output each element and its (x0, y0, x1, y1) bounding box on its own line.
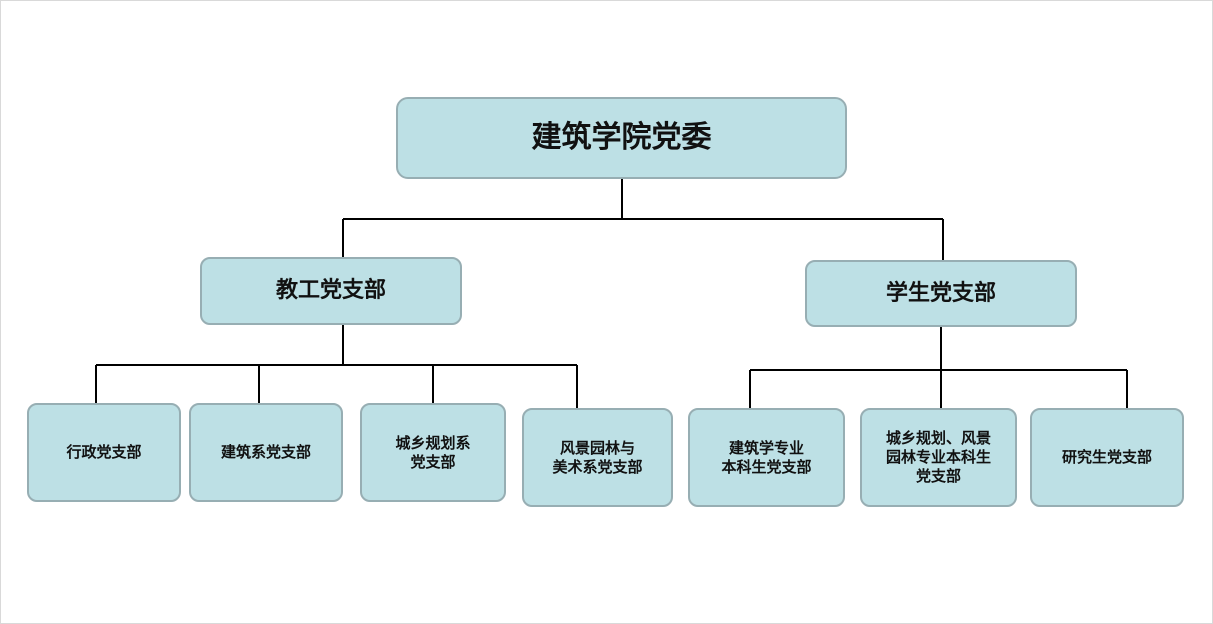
node-admin-branch: 行政党支部 (27, 403, 181, 502)
node-label: 城乡规划系 党支部 (395, 433, 471, 471)
node-planning-landscape-undergrad-branch: 城乡规划、风景 园林专业本科生 党支部 (860, 408, 1017, 507)
node-label: 行政党支部 (66, 443, 142, 462)
node-label: 风景园林与 美术系党支部 (552, 438, 643, 476)
node-label: 教工党支部 (275, 278, 386, 304)
node-student-branch: 学生党支部 (805, 260, 1077, 327)
node-landscape-art-dept-branch: 风景园林与 美术系党支部 (522, 408, 673, 507)
node-label: 研究生党支部 (1061, 448, 1152, 467)
node-label: 建筑学专业 本科生党支部 (721, 438, 812, 476)
node-label: 建筑系党支部 (220, 443, 311, 462)
node-label: 学生党支部 (885, 280, 996, 306)
node-graduate-branch: 研究生党支部 (1030, 408, 1184, 507)
node-label: 建筑学院党委 (531, 120, 712, 156)
node-urban-planning-dept-branch: 城乡规划系 党支部 (360, 403, 506, 502)
node-staff-branch: 教工党支部 (200, 257, 462, 325)
node-root-party-committee: 建筑学院党委 (396, 97, 847, 179)
node-architecture-dept-branch: 建筑系党支部 (189, 403, 343, 502)
node-architecture-undergrad-branch: 建筑学专业 本科生党支部 (688, 408, 845, 507)
node-label: 城乡规划、风景 园林专业本科生 党支部 (885, 429, 991, 485)
